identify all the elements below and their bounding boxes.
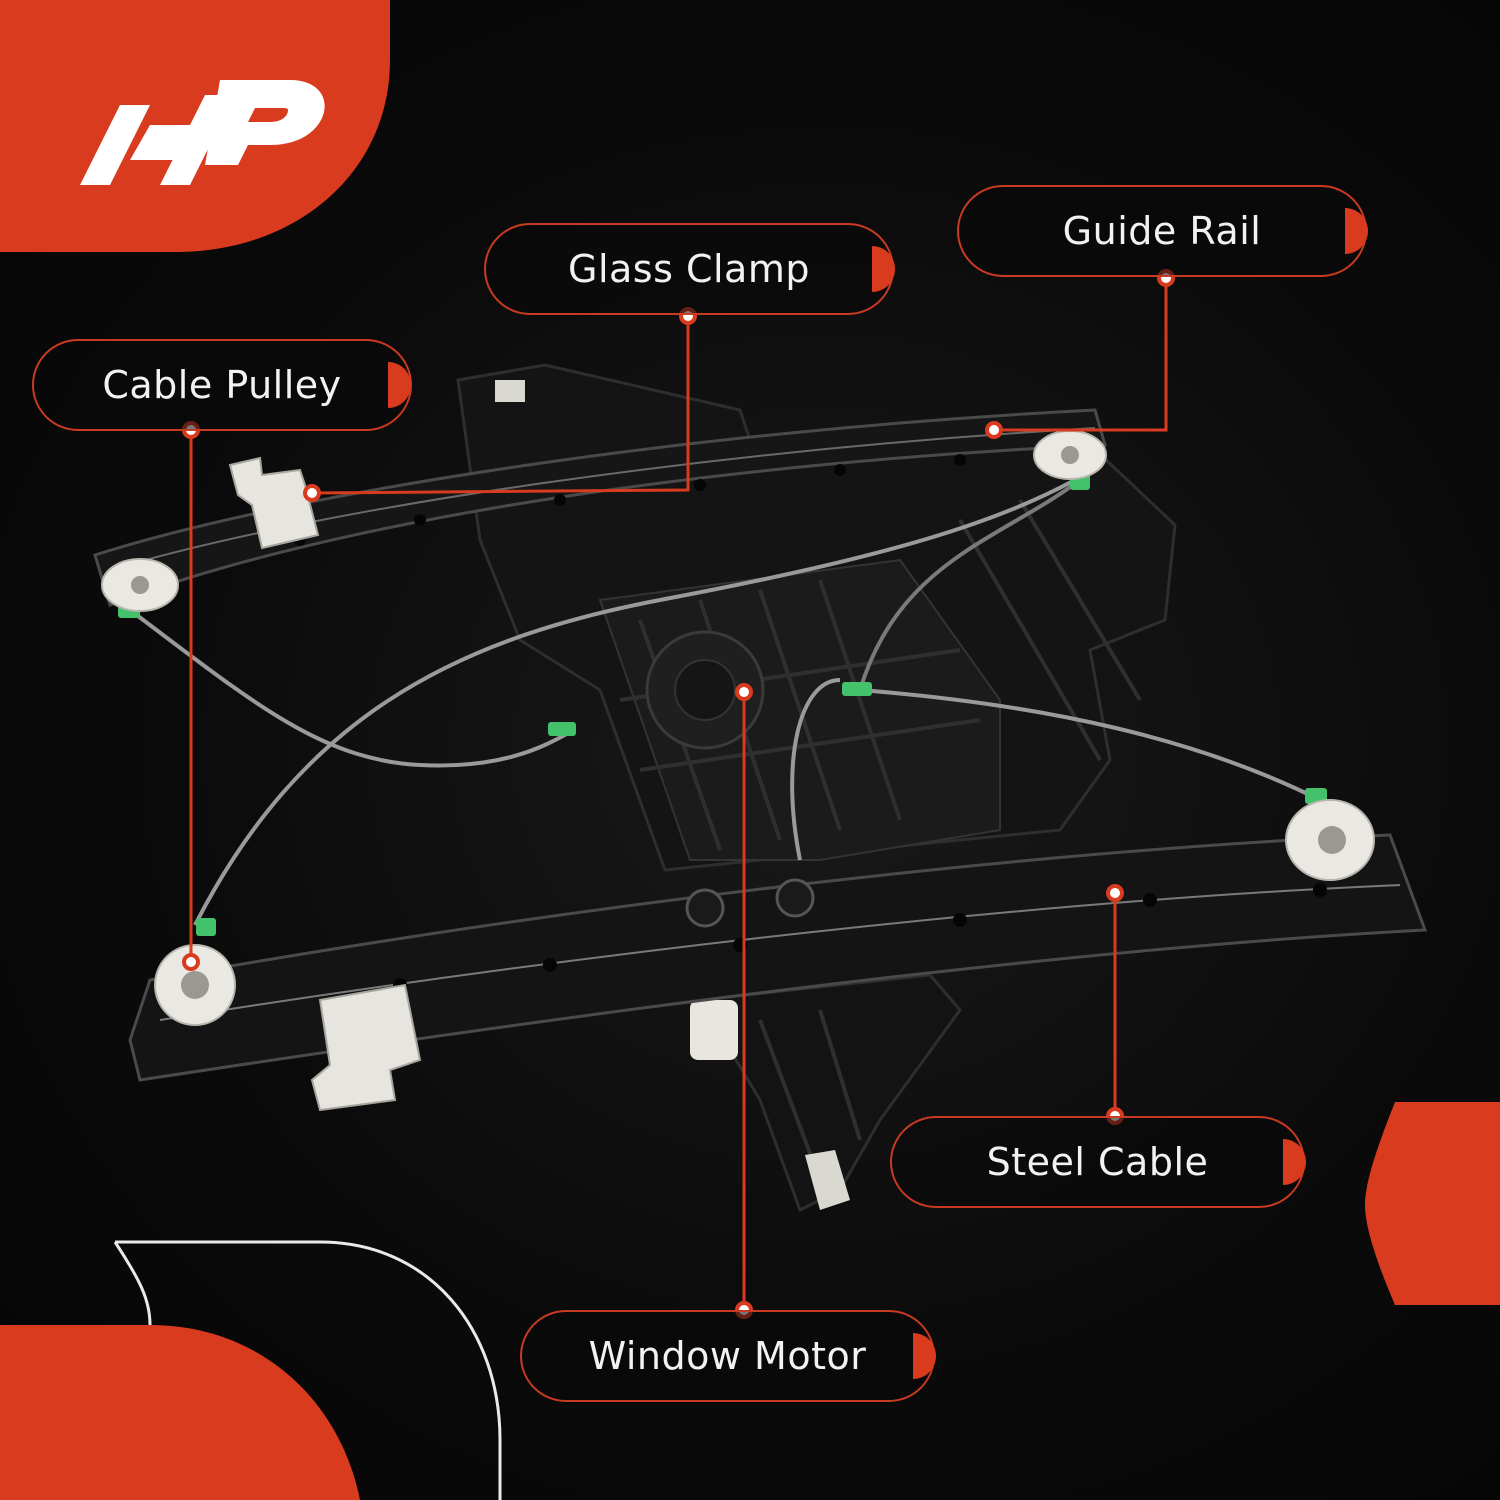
callout-label-window-motor: Window Motor [588,1334,867,1378]
glass-clamps [228,380,850,1210]
steel-cables [128,478,1321,926]
leader-lines [189,278,1168,1310]
lower-guide-rail [128,833,1428,1082]
callout-label-guide-rail: Guide Rail [1062,209,1262,253]
callout-glass-clamp[interactable]: Glass Clamp [484,223,894,315]
callout-tab-icon [872,246,918,292]
callout-cable-pulley[interactable]: Cable Pulley [32,339,412,431]
bottom-left-outline-inner [113,1241,152,1326]
right-side-shape [1365,1102,1500,1305]
cable-end-fittings [118,474,1327,936]
callout-label-steel-cable: Steel Cable [986,1140,1209,1184]
callout-tab-icon [388,362,434,408]
callout-steel-cable[interactable]: Steel Cable [890,1116,1305,1208]
bottom-left-corner-shape [0,1325,360,1500]
callout-label-glass-clamp: Glass Clamp [568,247,810,291]
callout-guide-rail[interactable]: Guide Rail [957,185,1367,277]
callout-tab-icon [1345,208,1391,254]
callout-window-motor[interactable]: Window Motor [520,1310,935,1402]
brand-logo-icon [80,80,325,185]
cable-pulleys [101,430,1375,1026]
callout-tab-icon [913,1333,959,1379]
callout-tab-icon [1283,1139,1329,1185]
callout-label-cable-pulley: Cable Pulley [102,363,342,407]
bottom-left-outline-arc [115,1240,502,1500]
